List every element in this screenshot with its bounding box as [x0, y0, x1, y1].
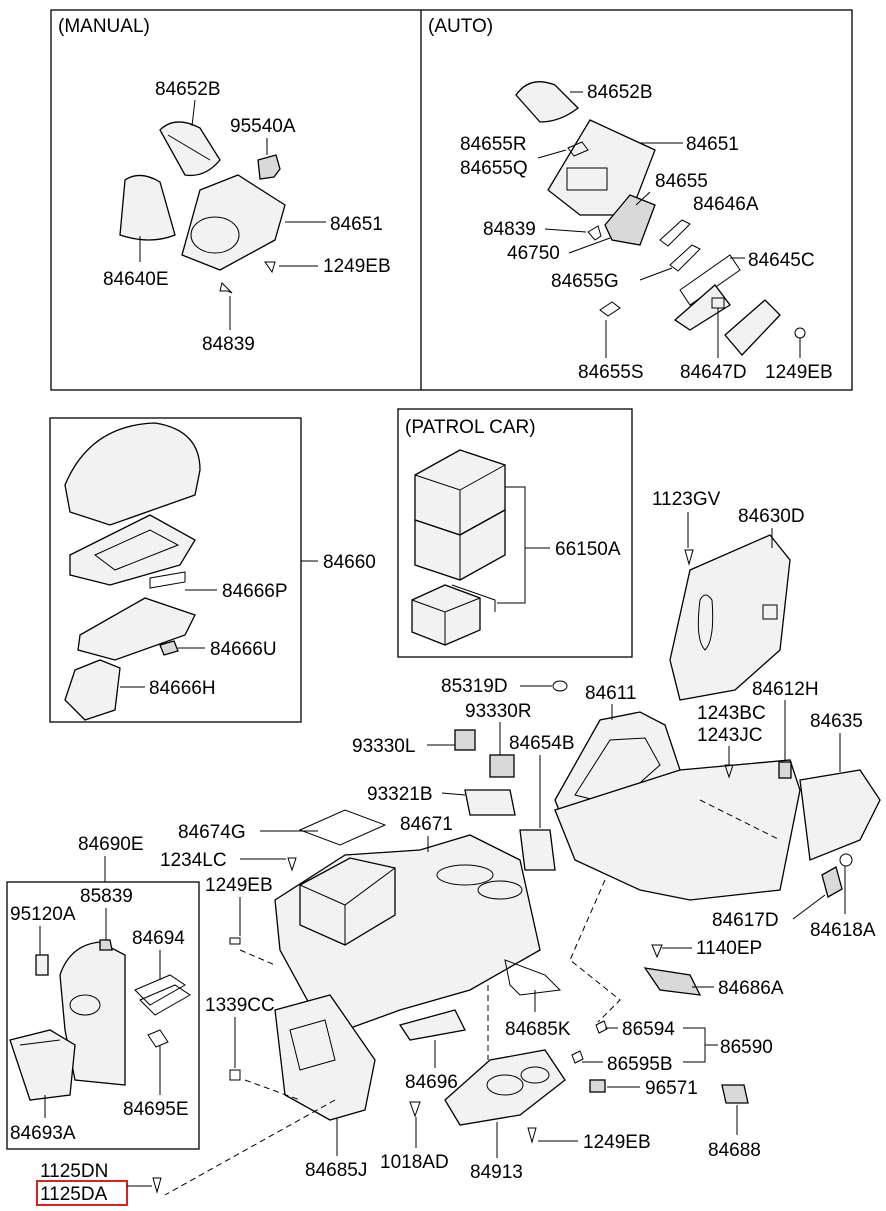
r-96571-label: 96571	[645, 1078, 698, 1099]
armrest-parts	[64, 422, 201, 721]
r-86590-label: 86590	[720, 1037, 773, 1058]
c-84660-label: 84660	[323, 552, 376, 573]
r-84630D-label: 84630D	[738, 506, 805, 527]
auto-section-label: (AUTO)	[428, 16, 493, 37]
r-84913-label: 84913	[470, 1162, 523, 1183]
r-84696-label: 84696	[405, 1072, 458, 1093]
r-93330L-label: 93330L	[352, 736, 415, 757]
r-86595B-label: 86595B	[607, 1054, 673, 1075]
patrol-panel-frame	[397, 408, 633, 658]
manual-shift-parts	[119, 121, 286, 294]
highlight-box	[36, 1180, 128, 1206]
a-84655S-label: 84655S	[578, 362, 644, 383]
a-84652B-label: 84652B	[587, 82, 653, 103]
a-84646A-label: 84646A	[693, 194, 759, 215]
a-46750-label: 46750	[507, 243, 560, 264]
r-1018AD-label: 1018AD	[380, 1152, 449, 1173]
a-84655R-label: 84655R	[460, 134, 527, 155]
r-84612H-label: 84612H	[752, 679, 819, 700]
r-1123GV-label: 1123GV	[652, 489, 721, 510]
m-84640E-label: 84640E	[103, 269, 169, 290]
r-84685K-label: 84685K	[505, 1019, 571, 1040]
c-84666U-label: 84666U	[210, 639, 277, 660]
r-95120A-label: 95120A	[10, 904, 76, 925]
r-84685J-label: 84685J	[305, 1160, 367, 1181]
r-1125DA-label: 1125DA	[40, 1184, 108, 1205]
storage-panel-frame	[6, 881, 200, 1150]
a-84839-label: 84839	[483, 219, 536, 240]
a-84655-label: 84655	[655, 171, 708, 192]
r-84654B-label: 84654B	[509, 733, 575, 754]
r-84617D-label: 84617D	[712, 910, 779, 931]
m-84652B-label: 84652B	[155, 79, 221, 100]
a-84645C-label: 84645C	[748, 250, 815, 271]
r-84671-label: 84671	[400, 814, 453, 835]
m-84839-label: 84839	[202, 334, 255, 355]
r-1249EB-label: 1249EB	[205, 875, 273, 896]
a-1249EB-label: 1249EB	[765, 362, 833, 383]
auto-shift-parts	[515, 81, 806, 356]
r-93330R-label: 93330R	[465, 701, 532, 722]
shift-panel-frame	[50, 9, 853, 391]
r-1234LC-label: 1234LC	[160, 850, 227, 871]
m-1249EB-label: 1249EB	[323, 256, 391, 277]
a-84655G-label: 84655G	[551, 271, 619, 292]
r-1243JC-label: 1243JC	[697, 725, 763, 746]
storage-parts	[9, 939, 191, 1101]
c-84666P-label: 84666P	[222, 581, 288, 602]
r-1249EB-b-label: 1249EB	[583, 1132, 651, 1153]
a-84655Q-label: 84655Q	[460, 158, 528, 179]
r-1125DN-label: 1125DN	[40, 1161, 108, 1182]
c-84666H-label: 84666H	[149, 678, 216, 699]
r-1339CC-label: 1339CC	[205, 995, 275, 1016]
r-1140EP-label: 1140EP	[696, 938, 762, 959]
r-84635-label: 84635	[810, 711, 863, 732]
console-assembly-parts	[152, 534, 881, 1194]
r-85839-label: 85839	[80, 886, 133, 907]
p-66150A-label: 66150A	[555, 539, 621, 560]
r-84674G-label: 84674G	[178, 822, 246, 843]
armrest-panel-frame	[49, 417, 302, 723]
r-84694-label: 84694	[132, 928, 185, 949]
r-84618A-label: 84618A	[810, 920, 876, 941]
r-84695E-label: 84695E	[123, 1099, 189, 1120]
patrol-section-label: (PATROL CAR)	[405, 417, 536, 438]
r-84693A-label: 84693A	[10, 1123, 76, 1144]
r-1243BC-label: 1243BC	[697, 703, 766, 724]
a-84651-label: 84651	[686, 134, 739, 155]
r-84611-label: 84611	[585, 683, 636, 704]
r-86594-label: 86594	[622, 1019, 675, 1040]
r-84688-label: 84688	[708, 1140, 761, 1161]
manual-section-label: (MANUAL)	[58, 16, 150, 37]
r-85319D-label: 85319D	[441, 676, 508, 697]
r-93321B-label: 93321B	[367, 784, 433, 805]
patrol-box-parts	[411, 449, 506, 646]
r-84686A-label: 84686A	[718, 978, 784, 999]
r-84690E-label: 84690E	[78, 834, 144, 855]
a-84647D-label: 84647D	[680, 362, 747, 383]
m-95540A-label: 95540A	[230, 116, 296, 137]
assembly-dash-lines	[164, 799, 781, 1196]
m-84651-label: 84651	[330, 214, 383, 235]
